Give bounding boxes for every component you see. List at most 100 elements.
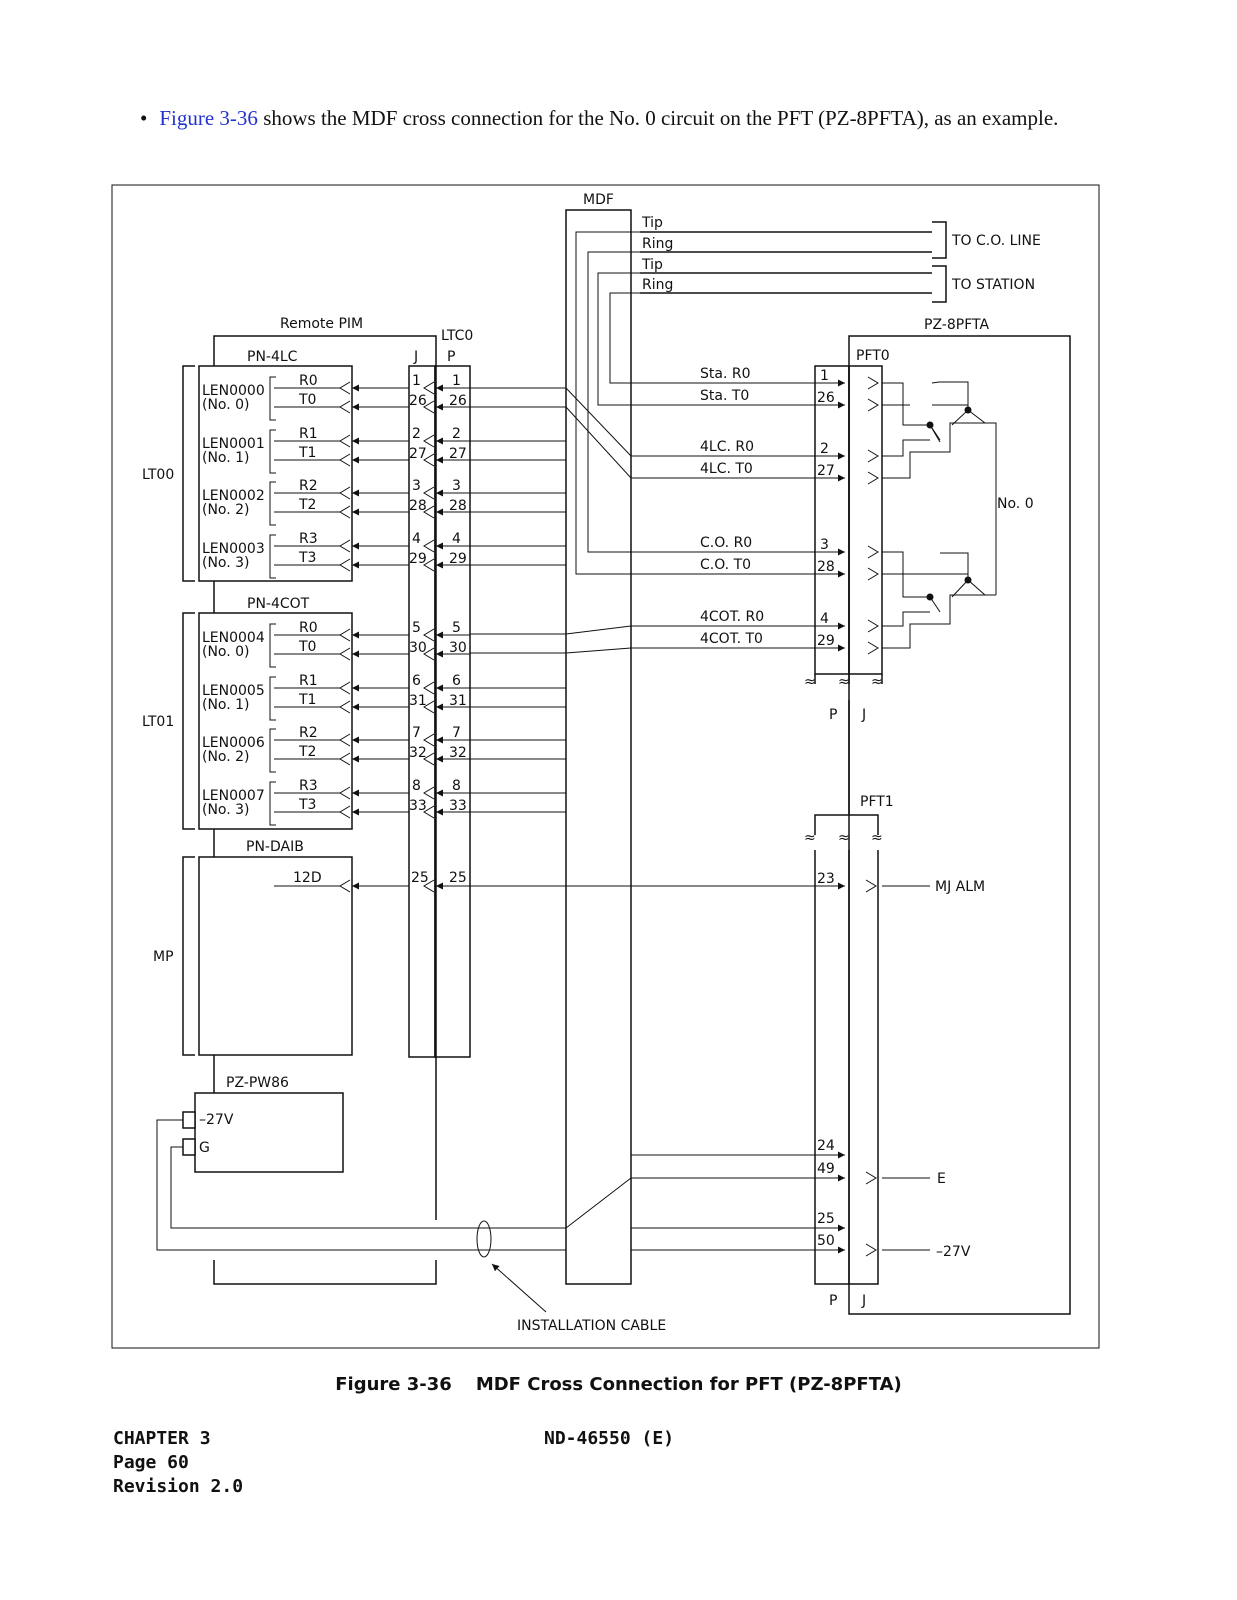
- r-signal-label: R2: [299, 478, 318, 494]
- no0-label: No. 0: [997, 496, 1034, 512]
- pft0-connector-mark: [867, 398, 879, 412]
- pft-signal-label: 4LC. T0: [700, 461, 753, 477]
- len-label: LEN0001: [202, 436, 265, 452]
- to-co-line-label: TO C.O. LINE: [951, 233, 1041, 249]
- figure-link[interactable]: Figure 3-36: [159, 106, 258, 130]
- pft1-label: PFT1: [860, 794, 894, 810]
- j-connector-mark: [423, 647, 435, 661]
- t-signal-label: T3: [298, 550, 316, 566]
- t-signal-label: T1: [298, 692, 316, 708]
- card-connector-mark: [339, 486, 351, 500]
- card-connector-mark: [339, 805, 351, 819]
- j-pin-b: 31: [409, 693, 427, 709]
- j-pin-b: 33: [409, 798, 427, 814]
- pft0-connector-mark: [867, 641, 879, 655]
- pft0-connector-mark: [867, 619, 879, 633]
- pft-pin-label: 26: [817, 390, 835, 406]
- pft-signal-label: 4COT. T0: [700, 631, 763, 647]
- card-connector-mark: [339, 558, 351, 572]
- card-connector-mark: [339, 505, 351, 519]
- pft0-label: PFT0: [856, 348, 890, 364]
- len-label: LEN0007: [202, 788, 265, 804]
- r-signal-label: R0: [299, 373, 318, 389]
- t-signal-label: T0: [298, 639, 316, 655]
- pft-pin-label: 28: [817, 559, 835, 575]
- p-pin-b: 26: [449, 393, 467, 409]
- ltc0-label: LTC0: [441, 328, 473, 344]
- daib-j-pin-label: 25: [411, 870, 429, 886]
- p-pin-b: 31: [449, 693, 467, 709]
- ring-label-2: Ring: [642, 277, 673, 293]
- p-pin-b: 29: [449, 551, 467, 567]
- lt00-label: LT00: [142, 467, 174, 483]
- pft1-p-label: P: [829, 1293, 837, 1309]
- j-connector-mark: [423, 558, 435, 572]
- intro-paragraph: •Figure 3-36 shows the MDF cross connect…: [140, 106, 1140, 131]
- r-signal-label: R1: [299, 673, 318, 689]
- j-connector-mark: [423, 733, 435, 747]
- len-bracket: [269, 429, 276, 474]
- p-pin-a: 2: [452, 426, 461, 442]
- len-number-label: (No. 1): [202, 697, 250, 713]
- j-connector-mark: [423, 453, 435, 467]
- p-pin-a: 1: [452, 373, 461, 389]
- len-number-label: (No. 0): [202, 397, 250, 413]
- j-connector-mark: [423, 879, 435, 893]
- installation-cable-label: INSTALLATION CABLE: [517, 1318, 666, 1334]
- pndaib-label: PN-DAIB: [246, 839, 304, 855]
- j-pin-b: 32: [409, 745, 427, 761]
- card-connector-mark: [339, 733, 351, 747]
- pft1-j-label: J: [861, 1293, 866, 1309]
- pft0-connector-mark: [867, 567, 879, 581]
- pft-signal-label: 4LC. R0: [700, 439, 754, 455]
- pft-pin-label: 3: [820, 537, 829, 553]
- mp-label: MP: [153, 949, 174, 965]
- mj-alm-label: MJ ALM: [935, 879, 985, 895]
- to-station-label: TO STATION: [951, 277, 1035, 293]
- pft-pin-label: 27: [817, 463, 835, 479]
- pft-signal-label: 4COT. R0: [700, 609, 764, 625]
- caption-number: Figure 3-36: [335, 1374, 452, 1395]
- pin49-label: 49: [817, 1161, 835, 1177]
- t-signal-label: T3: [298, 797, 316, 813]
- pin25-label: 25: [817, 1211, 835, 1227]
- pin24-label: 24: [817, 1138, 835, 1154]
- len-label: LEN0006: [202, 735, 265, 751]
- card-connector-mark: [339, 400, 351, 414]
- pft0-connector-mark: [867, 545, 879, 559]
- card-connector-mark: [339, 752, 351, 766]
- len-label: LEN0003: [202, 541, 265, 557]
- pn4lc-label: PN-4LC: [247, 349, 298, 365]
- daib-signal-label: 12D: [293, 870, 322, 886]
- pft1-connector-mark: [865, 879, 877, 893]
- p-pin-a: 7: [452, 725, 461, 741]
- j-pin-a: 1: [412, 373, 421, 389]
- len-bracket: [269, 623, 276, 668]
- footer-chapter: CHAPTER 3: [113, 1428, 211, 1449]
- p-pin-b: 33: [449, 798, 467, 814]
- j-pin-a: 8: [412, 778, 421, 794]
- pft-signal-label: Sta. R0: [700, 366, 751, 382]
- len-number-label: (No. 3): [202, 802, 250, 818]
- tip-label-1: Tip: [641, 215, 663, 231]
- bullet: •: [140, 106, 148, 130]
- j-connector-mark: [423, 700, 435, 714]
- lt01-label: LT01: [142, 714, 174, 730]
- tip-label-2: Tip: [641, 257, 663, 273]
- len-number-label: (No. 2): [202, 749, 250, 765]
- j-pin-a: 2: [412, 426, 421, 442]
- pft-pin-label: 29: [817, 633, 835, 649]
- j-connector-mark: [423, 434, 435, 448]
- pft0-connector-mark: [867, 471, 879, 485]
- card-connector-mark: [339, 786, 351, 800]
- len-bracket: [269, 728, 276, 773]
- t-signal-label: T1: [298, 445, 316, 461]
- pft-pin-label: 4: [820, 611, 829, 627]
- j-pin-b: 29: [409, 551, 427, 567]
- j-pin-a: 5: [412, 620, 421, 636]
- wave-mark: ≈: [838, 830, 850, 846]
- mdf-label: MDF: [583, 192, 614, 208]
- wave-mark: ≈: [871, 830, 883, 846]
